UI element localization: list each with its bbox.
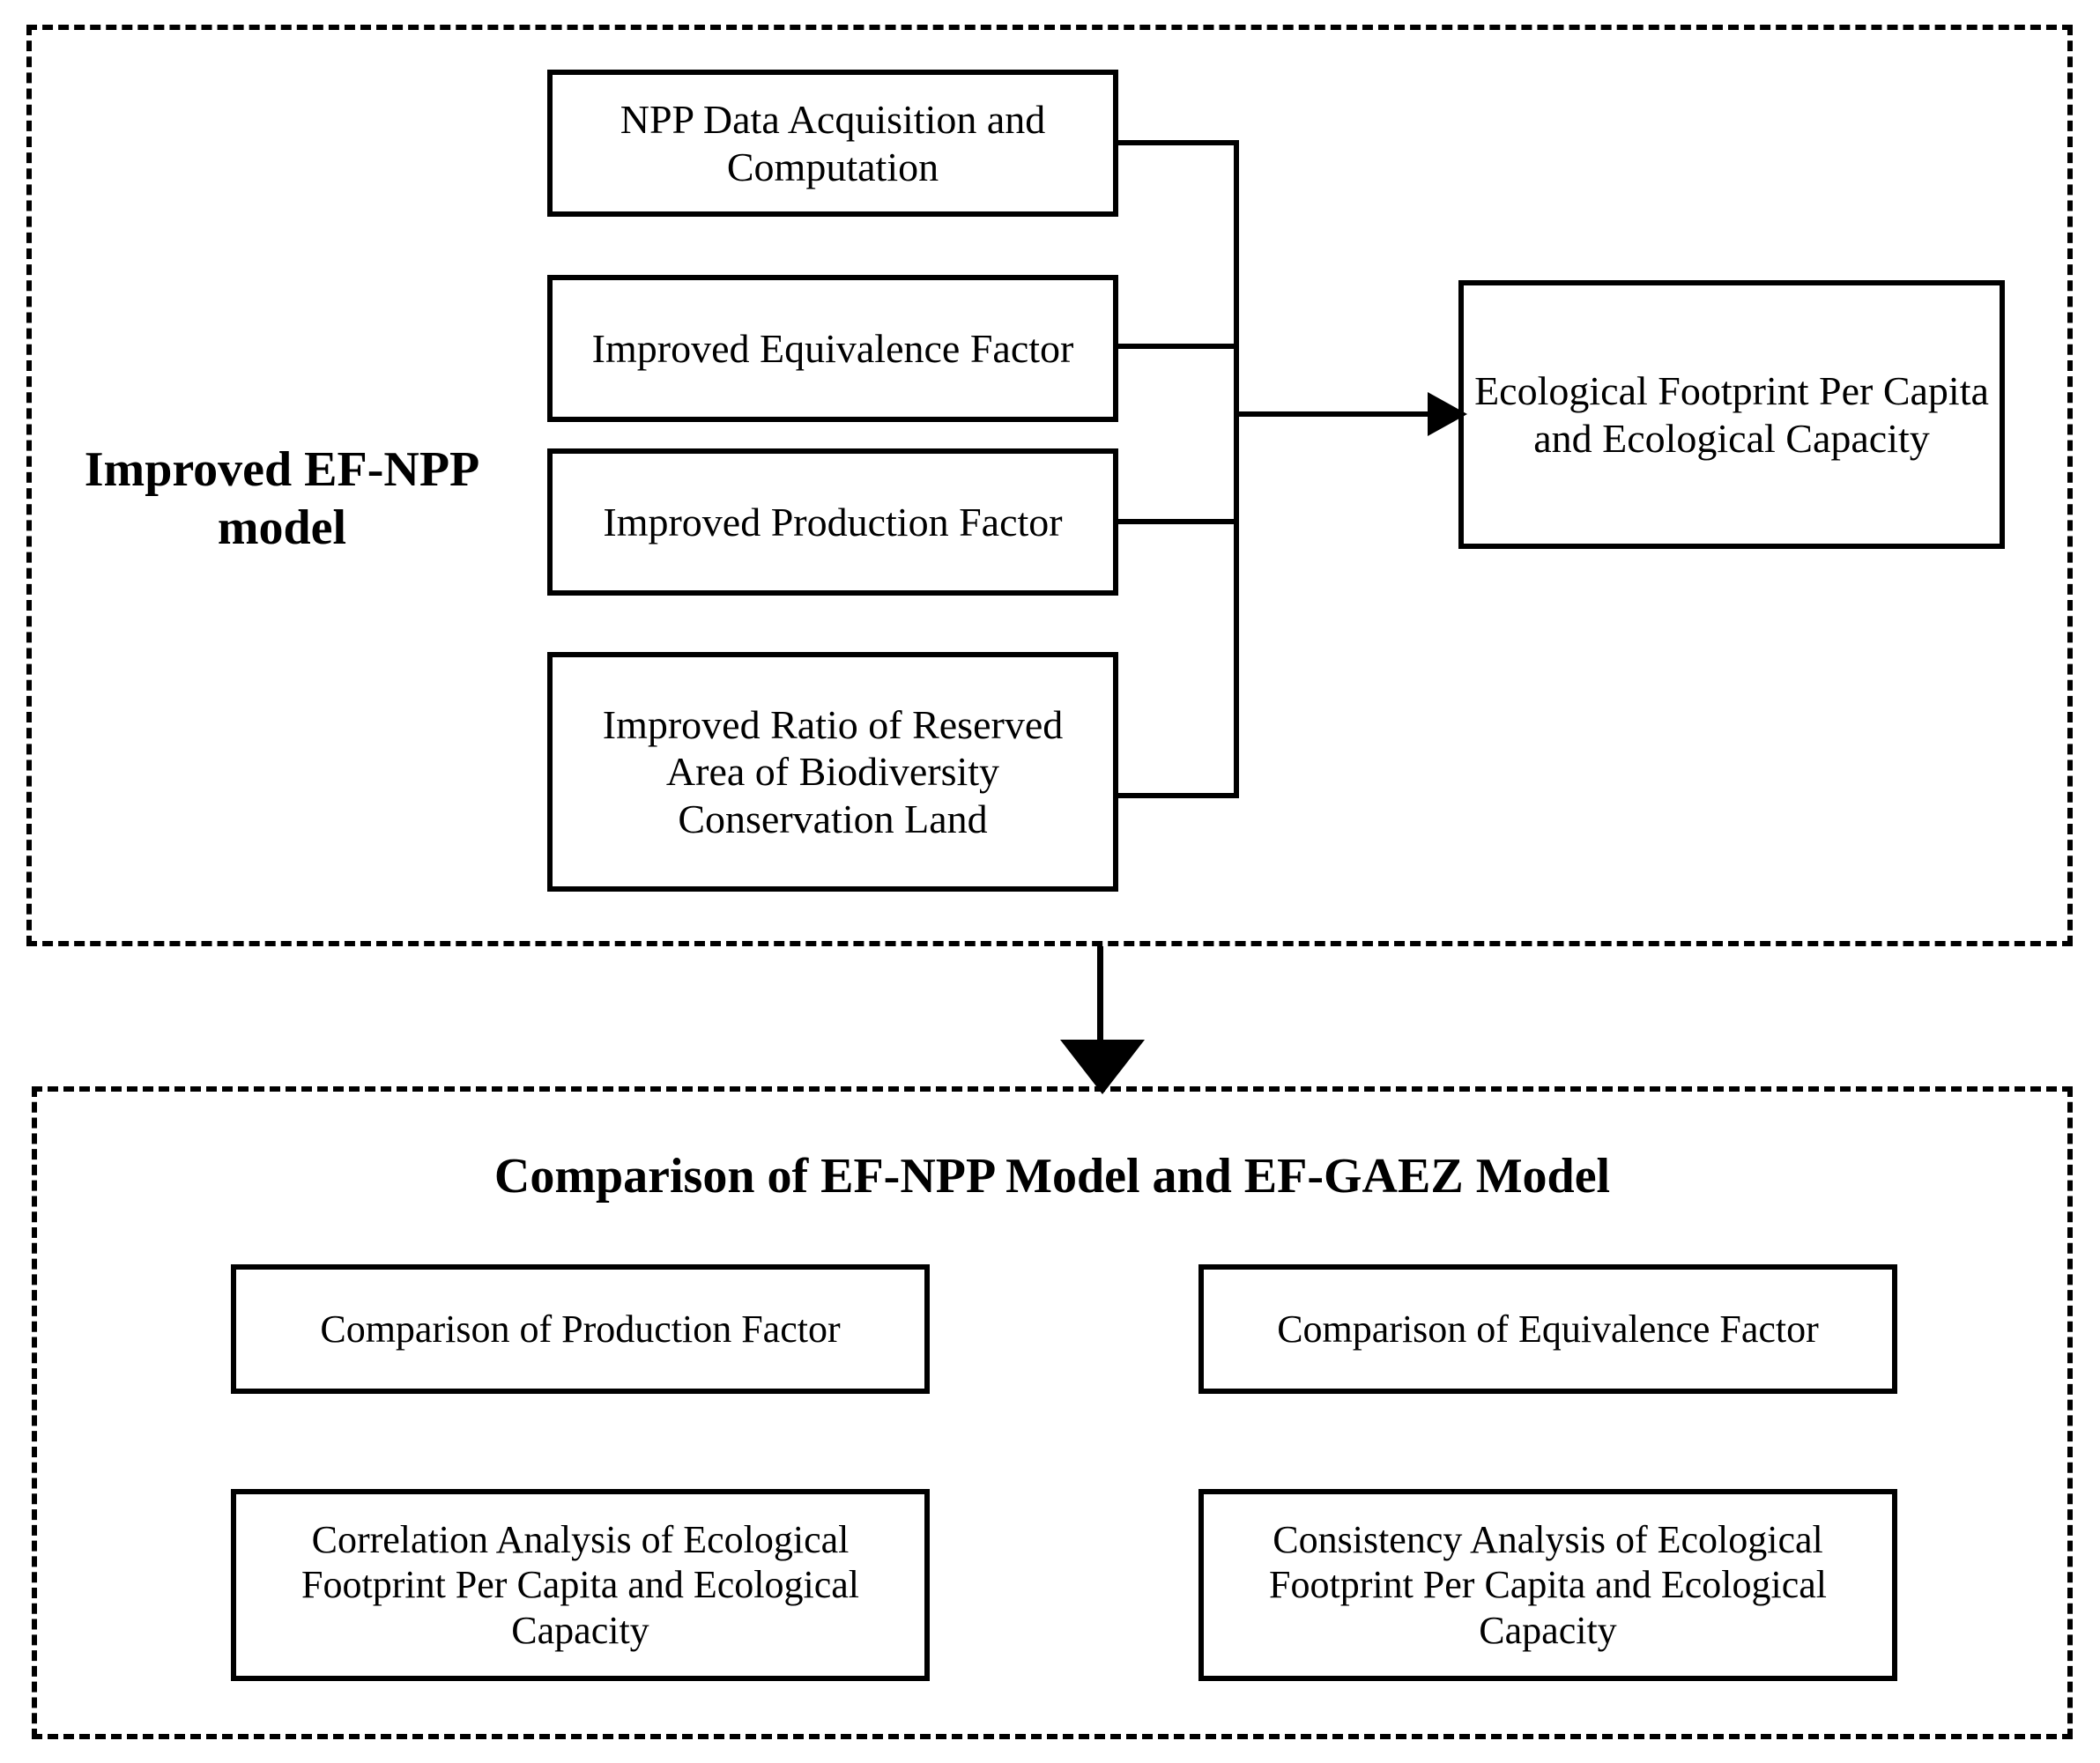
arrow-to-output-shaft [1239,411,1433,417]
node-comparison-production-factor-label: Comparison of Production Factor [320,1307,841,1351]
panel-top-title: Improved EF-NPP model [84,442,480,556]
node-improved-ratio-biodiversity-label: Improved Ratio of Reserved Area of Biodi… [602,701,1064,841]
panel-model-comparison [32,1086,2073,1739]
node-npp-data-acquisition-label: NPP Data Acquisition and Computation [620,97,1046,189]
connector-biodiversity-to-bus [1118,793,1239,798]
connector-vertical-bus [1234,140,1239,798]
arrow-right-icon [1428,392,1467,436]
node-improved-ratio-biodiversity: Improved Ratio of Reserved Area of Biodi… [547,652,1118,892]
node-ecological-footprint-output-label: Ecological Footprint Per Capita and Ecol… [1474,368,1989,461]
connector-production-to-bus [1118,519,1239,524]
node-correlation-analysis: Correlation Analysis of Ecological Footp… [231,1489,930,1681]
node-improved-production-factor: Improved Production Factor [547,448,1118,596]
node-comparison-equivalence-factor: Comparison of Equivalence Factor [1198,1264,1897,1394]
node-consistency-analysis-label: Consistency Analysis of Ecological Footp… [1269,1518,1827,1652]
node-npp-data-acquisition: NPP Data Acquisition and Computation [547,70,1118,217]
arrow-to-comparison-shaft [1097,946,1103,1046]
node-comparison-production-factor: Comparison of Production Factor [231,1264,930,1394]
node-improved-equivalence-factor: Improved Equivalence Factor [547,275,1118,422]
connector-npp-to-bus [1118,140,1239,145]
node-improved-production-factor-label: Improved Production Factor [603,499,1063,544]
panel-bottom-title: Comparison of EF-NPP Model and EF-GAEZ M… [493,1149,1611,1204]
node-comparison-equivalence-factor-label: Comparison of Equivalence Factor [1277,1307,1819,1351]
node-ecological-footprint-output: Ecological Footprint Per Capita and Ecol… [1458,280,2005,549]
connector-equivalence-to-bus [1118,344,1239,349]
node-consistency-analysis: Consistency Analysis of Ecological Footp… [1198,1489,1897,1681]
panel-improved-ef-npp-model [26,25,2073,946]
node-improved-equivalence-factor-label: Improved Equivalence Factor [591,325,1074,371]
node-correlation-analysis-label: Correlation Analysis of Ecological Footp… [301,1518,859,1652]
arrow-down-icon [1060,1040,1145,1094]
